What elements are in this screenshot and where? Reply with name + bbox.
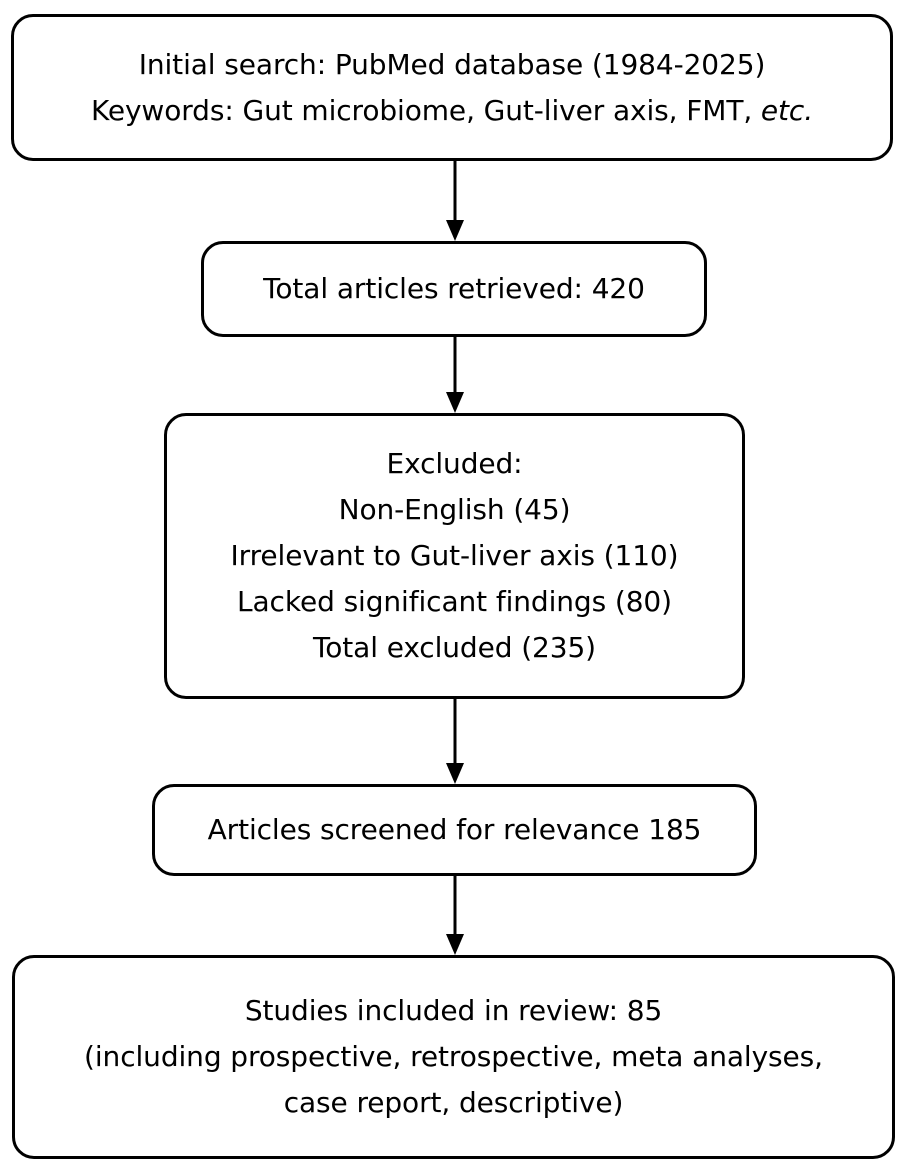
node-excluded-line-3: Irrelevant to Gut-liver axis (110): [230, 539, 679, 572]
node-screened: Articles screened for relevance 185: [152, 784, 757, 876]
node-initial-search-line-2-plain: Keywords: Gut microbiome, Gut-liver axis…: [90, 93, 761, 127]
node-included: Studies included in review: 85 (includin…: [12, 955, 895, 1159]
node-total-retrieved: Total articles retrieved: 420: [201, 241, 707, 337]
node-initial-search-line-2: Keywords: Gut microbiome, Gut-liver axis…: [91, 88, 813, 134]
node-initial-search-line-1: Initial search: PubMed database (1984-20…: [138, 47, 766, 81]
node-initial-search: Initial search: PubMed database (1984-20…: [11, 14, 893, 161]
node-included-line-1: Studies included in review: 85: [244, 994, 663, 1027]
node-excluded-line-2: Non-English (45): [338, 493, 571, 526]
node-excluded-line-5: Total excluded (235): [313, 631, 596, 664]
node-included-line-2: (including prospective, retrospective, m…: [84, 1040, 823, 1073]
node-included-line-3: case report, descriptive): [283, 1086, 624, 1119]
node-total-retrieved-line-1: Total articles retrieved: 420: [263, 272, 645, 305]
node-excluded-line-1: Excluded:: [386, 447, 523, 480]
node-screened-line-1: Articles screened for relevance 185: [207, 813, 702, 846]
node-excluded-line-4: Lacked significant findings (80): [237, 585, 672, 618]
node-initial-search-line-2-italic: etc.: [760, 93, 814, 127]
node-excluded: Excluded: Non-English (45) Irrelevant to…: [164, 413, 745, 699]
